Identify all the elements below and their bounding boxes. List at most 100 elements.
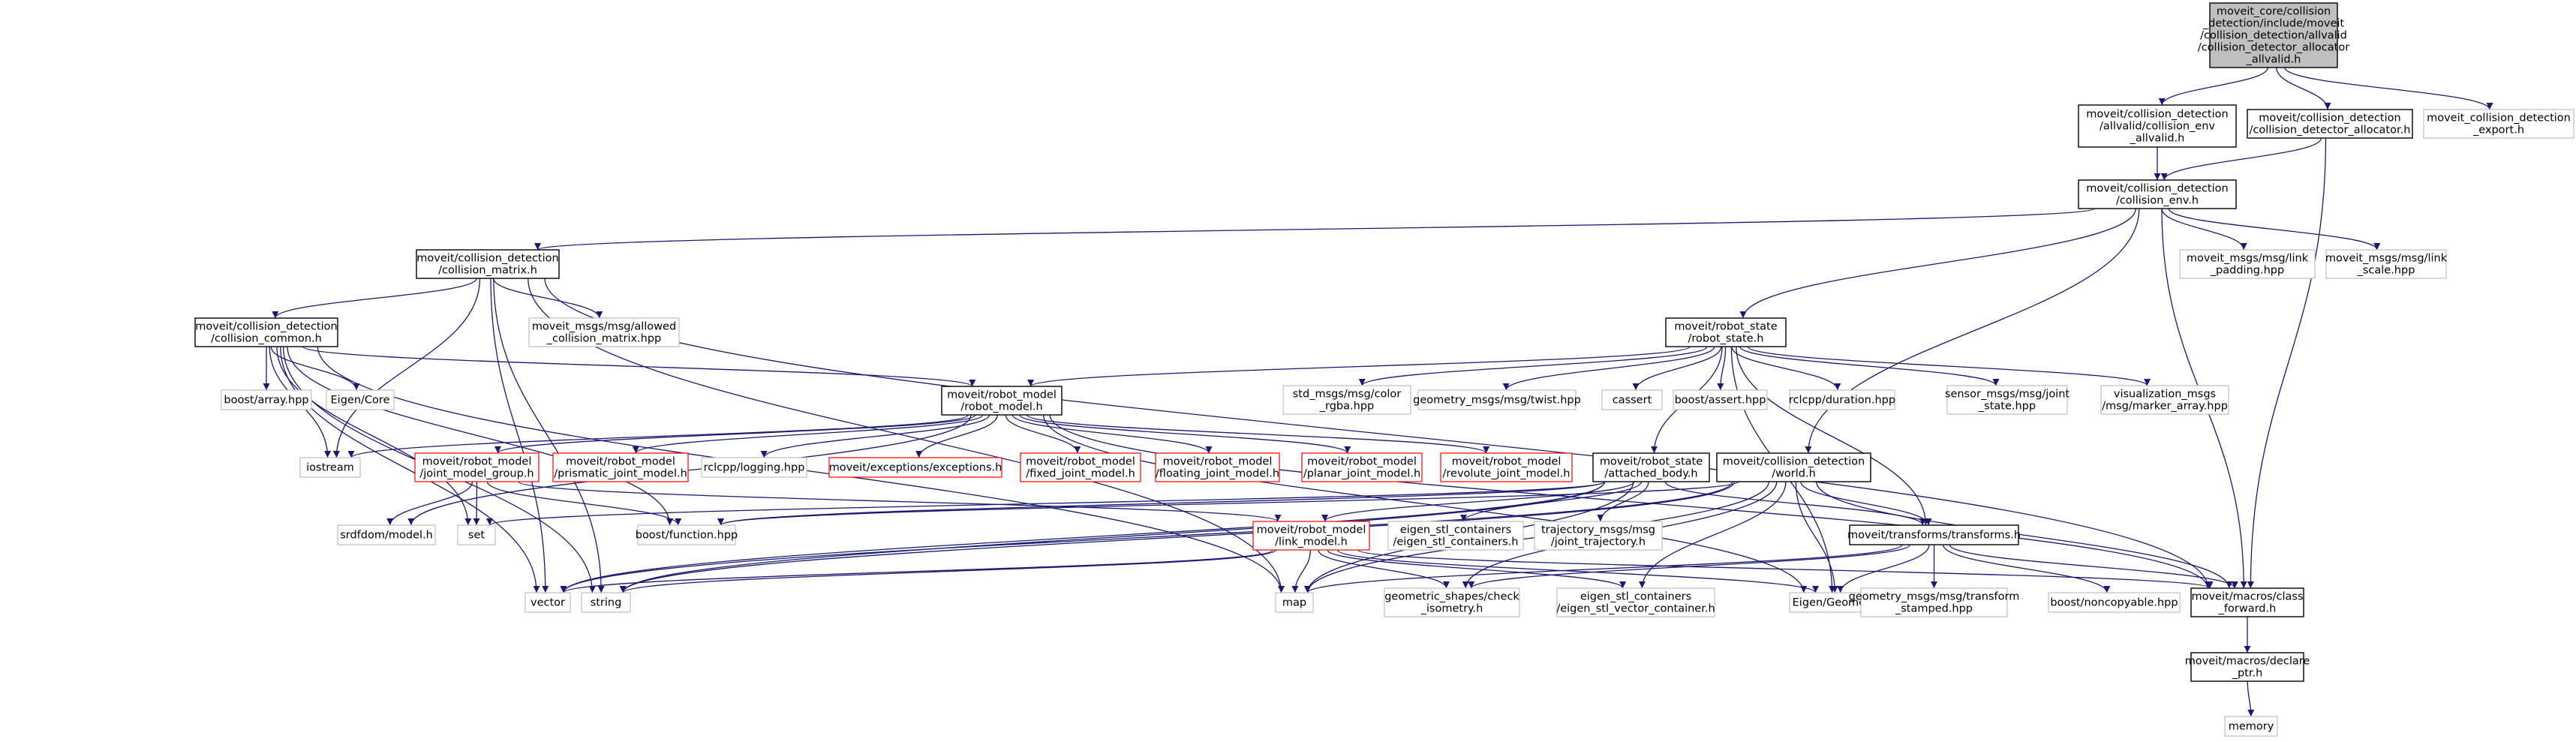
edge-coll-matrix-to-iostream xyxy=(332,278,481,458)
node-box xyxy=(581,592,631,613)
edge-robot-state-to-boost-assert xyxy=(1717,346,1727,391)
node-label-line: eigen_stl_containers xyxy=(1400,524,1511,536)
edge-transforms-to-class-forward xyxy=(1949,544,2238,589)
node-box xyxy=(1301,452,1423,482)
graph-node-cassert: cassert xyxy=(1601,389,1663,410)
edge-robot-model-to-floating xyxy=(1011,414,1213,454)
node-box xyxy=(1252,521,1370,551)
edge-coll-common-to-boost-function xyxy=(287,346,674,526)
node-label-line: moveit/collision_detection xyxy=(195,320,337,332)
graph-node-exceptions[interactable]: moveit/exceptions/exceptions.h xyxy=(828,457,1002,478)
graph-node-planar[interactable]: moveit/robot_model/planar_joint_model.h xyxy=(1301,452,1423,482)
graph-node-coll-common[interactable]: moveit/collision_detection/collision_com… xyxy=(194,317,338,347)
graph-node-iostream: iostream xyxy=(299,457,361,478)
graph-node-attached-body[interactable]: moveit/robot_state/attached_body.h xyxy=(1592,452,1710,482)
node-box xyxy=(2048,592,2181,613)
graph-node-world[interactable]: moveit/collision_detection/world.h xyxy=(1716,452,1871,482)
node-box xyxy=(1849,524,2019,545)
edge-world-to-boost-function xyxy=(717,481,1739,526)
edge-root-to-export xyxy=(2284,67,2493,110)
node-label-line: trajectory_msgs/msg xyxy=(1541,524,1655,536)
graph-node-transforms[interactable]: moveit/transforms/transforms.h xyxy=(1847,524,2021,545)
graph-node-rclcpp-logging: rclcpp/logging.hpp xyxy=(701,457,807,478)
node-box xyxy=(221,389,312,410)
edge-coll-env-to-world xyxy=(1805,208,2140,454)
node-box xyxy=(2325,249,2447,279)
graph-node-env-allvalid[interactable]: moveit/collision_detection/allvalid/coll… xyxy=(2078,104,2237,148)
node-label-line: moveit_msgs/msg/allowed xyxy=(532,320,676,332)
graph-node-marker-array: visualization_msgs/msg/marker_array.hpp xyxy=(2100,385,2229,415)
node-label-line: _allvalid.h xyxy=(2130,132,2185,144)
node-box xyxy=(2423,109,2574,139)
node-box xyxy=(2190,587,2304,617)
node-label-line: /joint_model_group.h xyxy=(419,467,534,479)
edge-robot-model-to-jmg xyxy=(494,414,976,454)
graph-node-fixed[interactable]: moveit/robot_model/fixed_joint_model.h xyxy=(1020,452,1141,482)
graph-node-robot-model[interactable]: moveit/robot_model/robot_model.h xyxy=(941,386,1063,416)
node-label-line: /collision_env.h xyxy=(2116,194,2199,206)
node-label-line: geometry_msgs/msg/transform xyxy=(1849,590,2020,602)
graph-node-revolute[interactable]: moveit/robot_model/revolute_joint_model.… xyxy=(1440,452,1573,482)
graph-node-jmg[interactable]: moveit/robot_model/joint_model_group.h xyxy=(414,452,540,482)
edge-attached-body-to-set xyxy=(486,481,1606,526)
node-box xyxy=(1860,587,2008,617)
node-box xyxy=(525,592,571,613)
edge-det-alloc-to-class-forward xyxy=(2247,137,2327,589)
graph-node-coll-matrix[interactable]: moveit/collision_detection/collision_mat… xyxy=(416,249,560,279)
graph-node-noncopyable: boost/noncopyable.hpp xyxy=(2048,592,2181,613)
node-label-line: boost/assert.hpp xyxy=(1675,394,1766,406)
node-label-line: moveit_msgs/msg/link xyxy=(2187,252,2309,264)
edge-jmg-to-link-model xyxy=(518,481,1282,522)
graph-node-coll-env[interactable]: moveit/collision_detection/collision_env… xyxy=(2078,179,2237,209)
edge-robot-model-to-prismatic xyxy=(633,414,984,454)
graph-node-prismatic[interactable]: moveit/robot_model/prismatic_joint_model… xyxy=(552,452,689,482)
node-label-line: /eigen_stl_containers.h xyxy=(1393,536,1519,548)
edge-coll-common-to-eigen-core xyxy=(270,346,360,391)
node-label-line: boost/array.hpp xyxy=(224,394,308,406)
edge-robot-state-to-joint-state xyxy=(1739,346,2000,386)
graph-node-det-alloc[interactable]: moveit/collision_detection/collision_det… xyxy=(2247,109,2413,139)
node-label-line: /attached_body.h xyxy=(1604,467,1697,479)
graph-node-srdfdom: srdfdom/model.h xyxy=(337,524,436,545)
node-label-line: geometric_shapes/check xyxy=(1384,590,1519,602)
node-label-line: moveit/exceptions/exceptions.h xyxy=(829,461,1002,473)
graph-node-map: map xyxy=(1275,592,1314,613)
graph-node-class-forward[interactable]: moveit/macros/class_forward.h xyxy=(2190,587,2304,617)
node-box xyxy=(326,389,395,410)
node-label-line: /floating_joint_model.h xyxy=(1156,467,1279,479)
node-label-line: cassert xyxy=(1613,394,1652,406)
node-box xyxy=(1275,592,1314,613)
node-label-line: _allvalid.h xyxy=(2246,53,2301,65)
node-label-line: /collision_detector_allocator xyxy=(2198,41,2349,53)
node-box xyxy=(828,457,1002,478)
graph-node-vector: vector xyxy=(525,592,571,613)
node-label-line: moveit/robot_state xyxy=(1674,320,1777,332)
node-label-line: eigen_stl_containers xyxy=(1580,590,1691,602)
node-label-line: _collision_matrix.hpp xyxy=(546,332,662,344)
node-label-line: /collision_detection/allvalid xyxy=(2200,29,2347,41)
graph-node-link-model[interactable]: moveit/robot_model/link_model.h xyxy=(1252,521,1370,551)
graph-node-root[interactable]: moveit_core/collision_detection/include/… xyxy=(2198,2,2349,68)
edge-transforms-to-check-isometry xyxy=(1468,544,1911,589)
node-label-line: /prismatic_joint_model.h xyxy=(554,467,687,479)
graph-node-floating[interactable]: moveit/robot_model/floating_joint_model.… xyxy=(1155,452,1280,482)
node-box xyxy=(701,457,807,478)
graph-node-eigen-core: Eigen/Core xyxy=(326,389,395,410)
edges-layer xyxy=(263,67,2493,717)
node-label-line: moveit/collision_detection xyxy=(2259,112,2400,124)
edge-transforms-to-eigen-geometry xyxy=(1837,544,1930,593)
node-label-line: /msg/marker_array.hpp xyxy=(2102,400,2228,412)
graph-node-declare-ptr[interactable]: moveit/macros/declare_ptr.h xyxy=(2185,652,2310,682)
node-label-line: moveit/collision_detection xyxy=(416,252,558,264)
edge-robot-state-to-twist xyxy=(1502,346,1715,391)
node-label-line: /collision_matrix.h xyxy=(438,264,537,276)
node-label-line: /robot_model.h xyxy=(960,401,1042,413)
node-box xyxy=(528,317,680,347)
edge-declare-ptr-to-memory xyxy=(2247,680,2255,717)
graph-node-robot-state[interactable]: moveit/robot_state/robot_state.h xyxy=(1665,317,1787,347)
node-box xyxy=(457,524,496,545)
edge-attached-body-to-transforms xyxy=(1664,481,1926,526)
edge-link-model-to-class-forward xyxy=(1357,549,2214,589)
node-label-line: string xyxy=(591,596,622,608)
